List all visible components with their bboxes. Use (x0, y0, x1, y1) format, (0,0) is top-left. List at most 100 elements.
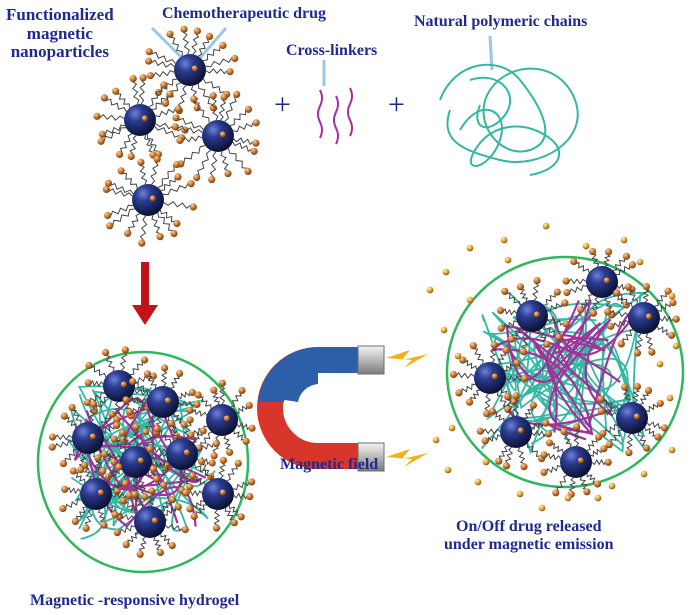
drug-bead (190, 512, 198, 521)
functionalized-label-line2: magnetic (26, 23, 93, 43)
drug-bead (113, 421, 121, 429)
drug-bead (198, 458, 206, 466)
nanoparticle-core (132, 184, 164, 216)
drug-bead (502, 462, 510, 470)
hydrogel-boundary-left (36, 350, 250, 574)
nanoparticle-core (120, 446, 152, 478)
drug-bead (497, 324, 505, 332)
drug-bead (597, 407, 606, 415)
drug-bead (209, 104, 217, 112)
drug-bead (173, 219, 181, 228)
drug-bead (501, 287, 509, 295)
drug-bead (490, 341, 498, 349)
ligand-chain (496, 391, 509, 408)
ligand-chain (601, 399, 619, 410)
drug-bead (589, 309, 598, 317)
released-drug-bead (466, 244, 474, 252)
released-drug-bead (538, 504, 546, 512)
drug-bead (93, 112, 101, 120)
ligand-chain (143, 134, 155, 153)
ligand-chain (537, 330, 548, 342)
drug-bead (212, 524, 221, 532)
functionalized-label: Functionalized magnetic nanoparticles (6, 5, 114, 62)
ligand-chain (642, 287, 650, 303)
drug-bead (101, 450, 109, 458)
magnetic-nanoparticle (102, 155, 197, 247)
hydrogel-label: Magnetic -responsive hydrogel (30, 592, 240, 609)
drug-bead (664, 287, 672, 295)
drug-bead (186, 416, 194, 424)
ligand-chain (151, 450, 167, 460)
drug-bead (151, 517, 158, 524)
ligand-chain (99, 413, 111, 428)
drug-bead (573, 423, 581, 431)
drug-bead (252, 139, 260, 147)
ligand-chain (498, 445, 509, 461)
ligand-chain (120, 172, 138, 189)
drug-bead (161, 364, 169, 372)
ligand-chain (130, 359, 144, 376)
magnetic-nanoparticle (146, 416, 220, 494)
drug-bead (583, 488, 591, 496)
polymer-strand (535, 310, 639, 429)
drug-bead (194, 391, 202, 399)
drug-bead (669, 299, 677, 307)
ligand-chain (501, 308, 517, 316)
ligand-chain (232, 480, 250, 491)
drug-bead (68, 403, 76, 411)
released-label-line1: On/Off drug released (456, 518, 602, 535)
drug-bead (193, 400, 201, 408)
drug-bead (545, 439, 554, 447)
released-drug-bead (668, 446, 676, 454)
ligand-chain (226, 463, 239, 482)
drug-bead (604, 458, 612, 466)
drug-bead (48, 443, 56, 451)
ligand-chain (219, 384, 226, 405)
drug-bead (102, 185, 110, 193)
drug-bead (60, 412, 68, 420)
drug-bead (560, 428, 568, 436)
ligand-chain (233, 121, 254, 133)
drug-bead (244, 105, 253, 113)
drug-bead (643, 444, 651, 452)
ligand-chain (127, 397, 148, 404)
drug-bead (219, 41, 227, 50)
ligand-chain (54, 439, 73, 449)
drug-bead (162, 99, 170, 107)
ligand-chain (163, 201, 192, 209)
drug-bead (170, 229, 178, 238)
ligand-chain (183, 145, 206, 165)
drug-bead (152, 475, 161, 483)
drug-bead (496, 306, 505, 315)
ligand-chain (102, 424, 115, 434)
drug-bead (242, 437, 250, 445)
drug-bead (540, 451, 548, 459)
ligand-chain (626, 433, 634, 452)
ligand-chain (562, 433, 572, 448)
ligand-chain (657, 326, 672, 336)
drug-bead (166, 90, 174, 98)
ligand-chain (197, 149, 212, 177)
ligand-chain (103, 127, 127, 143)
drug-bead (642, 283, 651, 291)
ligand-chain (556, 474, 568, 493)
particles (48, 25, 680, 558)
ligand-chain (132, 381, 151, 394)
ligand-chain (616, 294, 633, 308)
drug-bead (656, 399, 664, 407)
drug-bead (160, 81, 168, 89)
released-drug-bead (608, 482, 616, 490)
drug-bead (555, 333, 563, 341)
drug-bead (126, 408, 134, 416)
ligand-chain (547, 317, 566, 326)
drug-bead (156, 233, 164, 241)
ligand-chain (462, 359, 478, 370)
drug-bead (210, 452, 218, 460)
drug-bead (238, 386, 246, 395)
ligand-chain (487, 434, 501, 443)
drug-bead (516, 283, 525, 291)
drug-bead (510, 398, 518, 406)
ligand-chain (190, 408, 208, 417)
drug-bead (145, 48, 153, 56)
released-drug-bead (474, 478, 482, 486)
